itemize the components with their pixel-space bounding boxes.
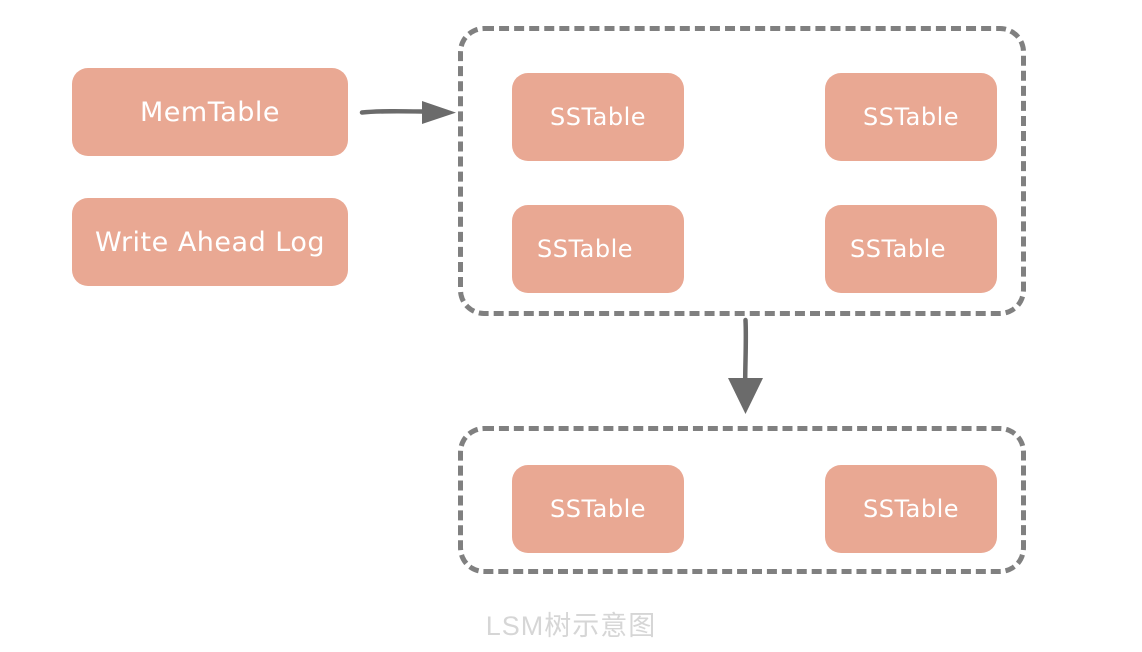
group-level-1: SSTable SSTable	[458, 426, 1026, 574]
group-level-0: SSTable SSTable SSTable SSTable	[458, 26, 1026, 316]
node-sstable-level0-3[interactable]: SSTable	[512, 205, 684, 293]
node-sstable-level0-1[interactable]: SSTable	[512, 73, 684, 161]
arrow-memtable-to-level0-icon	[359, 101, 456, 124]
node-memtable-label: MemTable	[139, 96, 281, 128]
node-sstable-level0-4-label: SSTable	[849, 235, 947, 263]
node-sstable-level0-2-label: SSTable	[862, 103, 960, 131]
node-sstable-level1-2[interactable]: SSTable	[825, 465, 997, 553]
node-sstable-level0-2[interactable]: SSTable	[825, 73, 997, 161]
node-sstable-level1-1-label: SSTable	[549, 495, 647, 523]
node-sstable-level0-3-label: SSTable	[536, 235, 634, 263]
node-sstable-level1-1[interactable]: SSTable	[512, 465, 684, 553]
node-write-ahead-log-label: Write Ahead Log	[94, 226, 326, 258]
node-write-ahead-log[interactable]: Write Ahead Log	[72, 198, 348, 286]
arrow-level0-to-level1-icon	[728, 317, 763, 414]
node-sstable-level0-4[interactable]: SSTable	[825, 205, 997, 293]
diagram-caption: LSM树示意图	[485, 611, 657, 641]
node-memtable[interactable]: MemTable	[72, 68, 348, 156]
node-sstable-level0-1-label: SSTable	[549, 103, 647, 131]
node-sstable-level1-2-label: SSTable	[862, 495, 960, 523]
